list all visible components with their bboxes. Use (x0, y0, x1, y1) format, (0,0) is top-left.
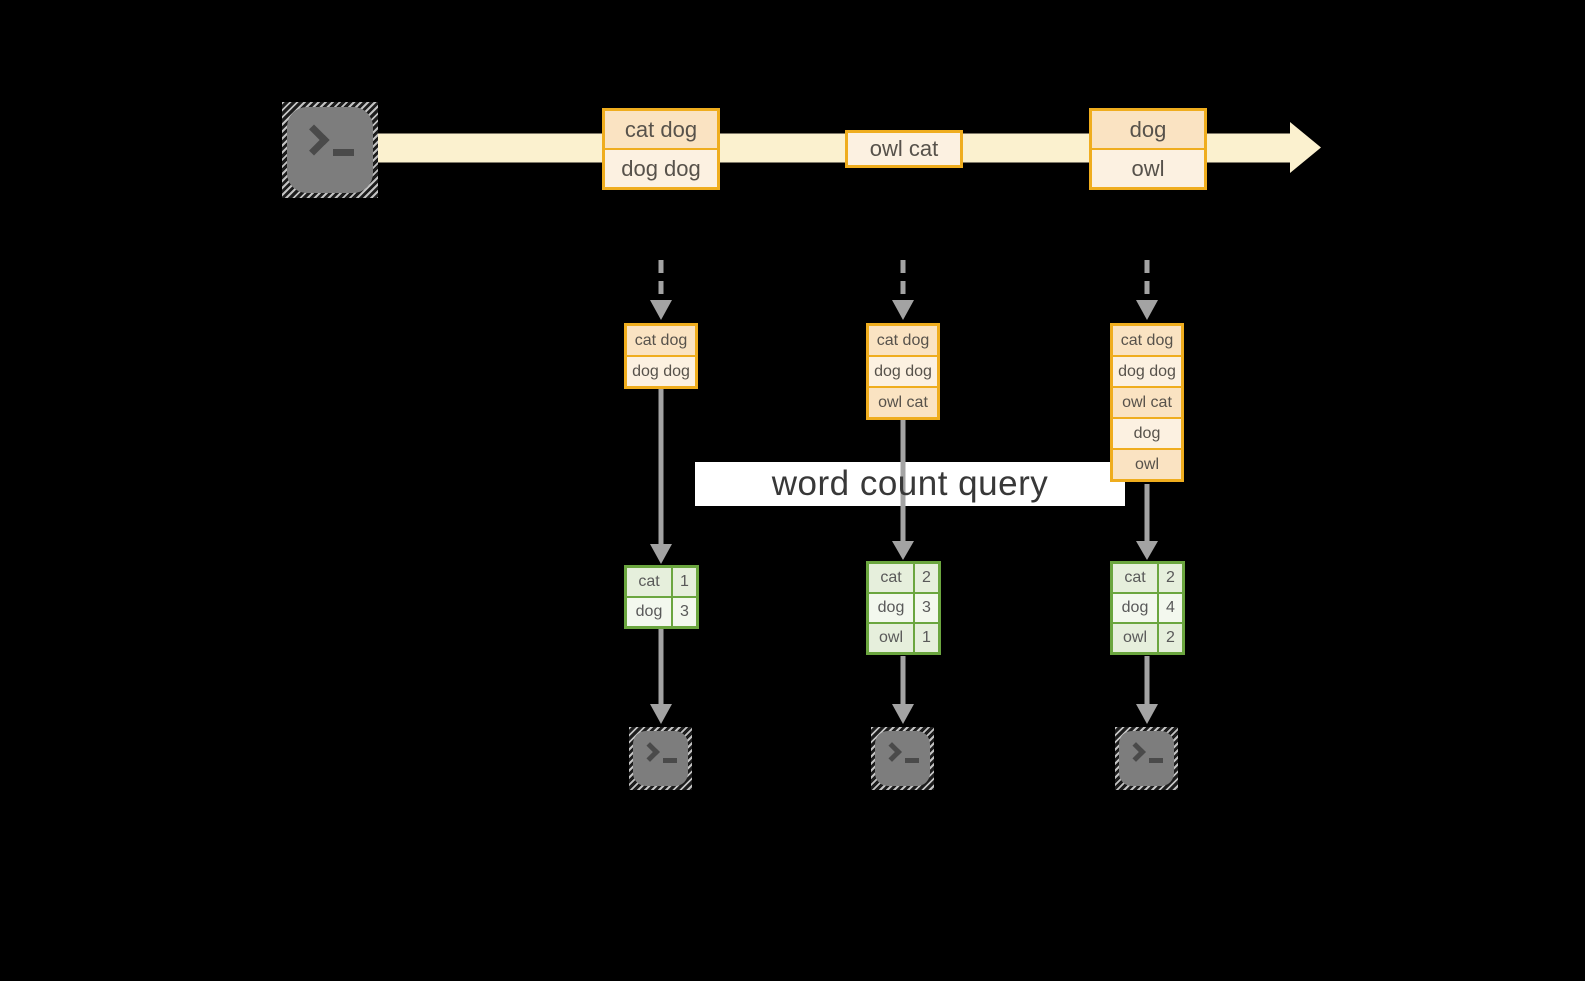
task3-sink-terminal-icon (1115, 727, 1178, 790)
input-record: dog (1113, 419, 1181, 448)
sink-arrows (658, 629, 1150, 706)
query-banner-label: word count query (771, 464, 1049, 503)
input-record: cat dog (627, 326, 695, 355)
stream-record: dog dog (605, 150, 717, 187)
source-terminal-icon (282, 102, 378, 198)
dashed-arrowheads (650, 300, 1158, 320)
task1-sink-terminal-icon (629, 727, 692, 790)
count-cell: 2 (915, 564, 938, 592)
word-cell: dog (627, 598, 671, 626)
task3-input-records: cat dog dog dog owl cat dog owl (1110, 323, 1184, 482)
word-cell: cat (869, 564, 913, 592)
table-row: dog 4 (1113, 594, 1182, 622)
word-cell: dog (1113, 594, 1157, 622)
terminal-body (875, 731, 930, 786)
table-row: owl 1 (869, 624, 938, 652)
prompt-cursor-icon (905, 758, 919, 763)
count-cell: 1 (673, 568, 696, 596)
query-arrowheads (650, 541, 1158, 564)
input-record: cat dog (1113, 326, 1181, 355)
count-cell: 4 (1159, 594, 1182, 622)
word-cell: owl (869, 624, 913, 652)
task2-word-count-table: cat 2 dog 3 owl 1 (866, 561, 941, 655)
task2-input-records: cat dog dog dog owl cat (866, 323, 940, 420)
stream-record: owl (1092, 150, 1204, 187)
table-row: cat 1 (627, 568, 696, 596)
task1-input-records: cat dog dog dog (624, 323, 698, 389)
prompt-chevron-icon (1126, 742, 1146, 762)
stream-batch-3: dog owl (1089, 108, 1207, 190)
input-record: dog dog (627, 357, 695, 386)
task1-word-count-table: cat 1 dog 3 (624, 565, 699, 629)
table-row: cat 2 (869, 564, 938, 592)
dashed-ingest-arrows (658, 260, 1150, 302)
count-cell: 2 (1159, 564, 1182, 592)
prompt-cursor-icon (663, 758, 677, 763)
prompt-cursor-icon (1149, 758, 1163, 763)
input-record: owl cat (1113, 388, 1181, 417)
stream-arrow (360, 122, 1321, 173)
input-record: owl cat (869, 388, 937, 417)
terminal-body (633, 731, 688, 786)
stream-record: cat dog (605, 111, 717, 148)
input-record: dog dog (869, 357, 937, 386)
stream-record: owl cat (848, 133, 960, 165)
count-cell: 2 (1159, 624, 1182, 652)
input-record: cat dog (869, 326, 937, 355)
table-row: cat 2 (1113, 564, 1182, 592)
word-cell: cat (627, 568, 671, 596)
stream-batch-1: cat dog dog dog (602, 108, 720, 190)
prompt-chevron-icon (640, 742, 660, 762)
table-row: dog 3 (627, 598, 696, 626)
table-row: owl 2 (1113, 624, 1182, 652)
query-arrows (658, 388, 1150, 546)
count-cell: 1 (915, 624, 938, 652)
terminal-body (287, 107, 373, 193)
query-banner-background (695, 462, 1125, 506)
prompt-chevron-icon (298, 124, 330, 156)
word-cell: cat (1113, 564, 1157, 592)
count-cell: 3 (673, 598, 696, 626)
word-cell: owl (1113, 624, 1157, 652)
count-cell: 3 (915, 594, 938, 622)
prompt-cursor-icon (333, 149, 354, 156)
input-record: dog dog (1113, 357, 1181, 386)
table-row: dog 3 (869, 594, 938, 622)
stream-batch-2: owl cat (845, 130, 963, 168)
task2-sink-terminal-icon (871, 727, 934, 790)
stream-record: dog (1092, 111, 1204, 148)
word-cell: dog (869, 594, 913, 622)
task3-word-count-table: cat 2 dog 4 owl 2 (1110, 561, 1185, 655)
sink-arrowheads (650, 704, 1158, 724)
terminal-body (1119, 731, 1174, 786)
input-record: owl (1113, 450, 1181, 479)
prompt-chevron-icon (882, 742, 902, 762)
